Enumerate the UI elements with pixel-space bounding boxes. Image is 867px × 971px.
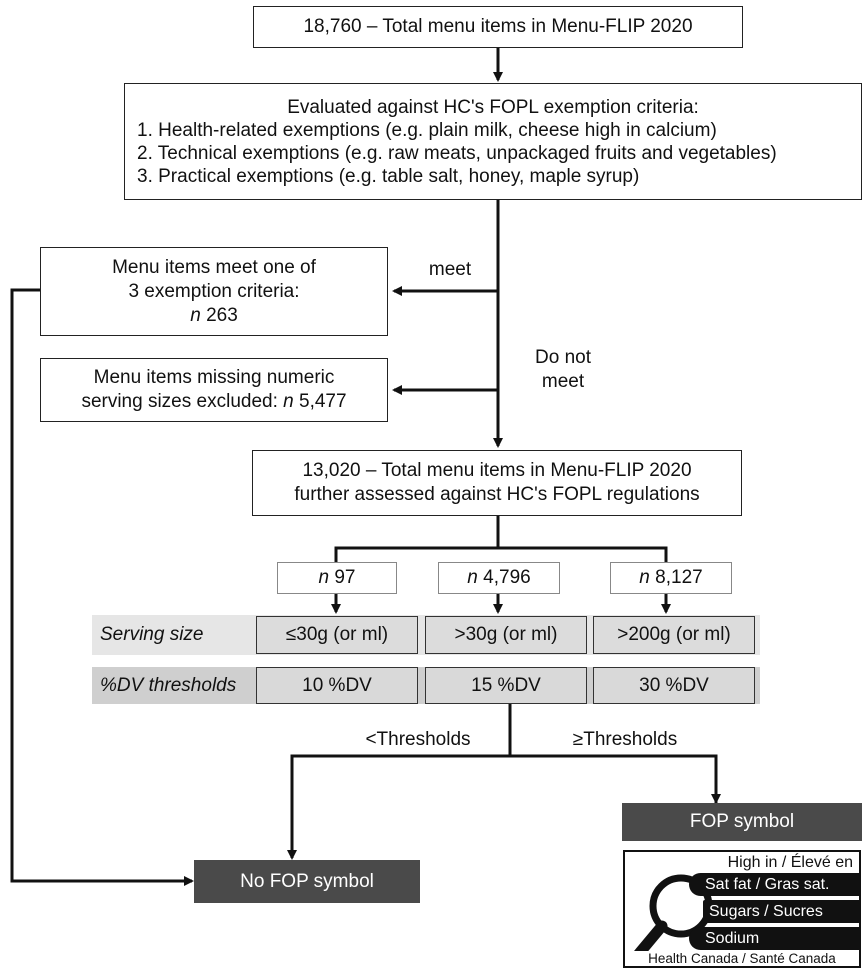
- criterion-3: 3. Practical exemptions (e.g. table salt…: [137, 165, 640, 187]
- no-fop-symbol-box: No FOP symbol: [194, 860, 420, 903]
- missing-line2: serving sizes excluded:: [81, 391, 278, 412]
- group-3-n-value: 8,127: [655, 567, 703, 588]
- meet-label: meet: [428, 259, 472, 280]
- threshold-label: %DV thresholds: [100, 674, 237, 696]
- group-n-box-2: n 4,796: [438, 562, 560, 594]
- exempt-line1: Menu items meet one of: [112, 256, 316, 278]
- missing-line1: Menu items missing numeric: [93, 367, 335, 388]
- missing-n-value: 5,477: [299, 391, 347, 412]
- fop-item-sat-fat: Sat fat / Gras sat.: [689, 873, 861, 896]
- missing-n-prefix: n: [283, 391, 294, 412]
- total-items-box: 18,760 – Total menu items in Menu-FLIP 2…: [253, 6, 743, 48]
- group-n-box-3: n 8,127: [610, 562, 732, 594]
- exempt-line2: 3 exemption criteria:: [128, 280, 300, 302]
- assessed-line2: further assessed against HC's FOPL regul…: [294, 484, 700, 505]
- group-bracket: [334, 546, 668, 562]
- fop-symbol-graphic: High in / Élevé en Sat fat / Gras sat. S…: [623, 850, 861, 968]
- exempt-n-value: 263: [206, 304, 238, 326]
- threshold-box-1: 10 %DV: [256, 667, 418, 704]
- threshold-split: [290, 754, 718, 808]
- below-threshold-label: <Thresholds: [365, 729, 471, 750]
- missing-serving-box: Menu items missing numeric serving sizes…: [40, 358, 388, 422]
- fop-item-sodium: Sodium: [689, 927, 861, 950]
- group-2-n-value: 4,796: [483, 567, 531, 588]
- serving-box-2: >30g (or ml): [425, 616, 587, 654]
- total-items-text: 18,760 – Total menu items in Menu-FLIP 2…: [303, 16, 693, 37]
- group-1-n-prefix: n: [318, 567, 330, 588]
- assessed-line1: 13,020 – Total menu items in Menu-FLIP 2…: [302, 460, 692, 481]
- exempt-items-box: Menu items meet one of 3 exemption crite…: [40, 247, 388, 336]
- evaluated-box: Evaluated against HC's FOPL exemption cr…: [124, 83, 862, 200]
- threshold-box-2: 15 %DV: [425, 667, 587, 704]
- criterion-1: 1. Health-related exemptions (e.g. plain…: [137, 119, 717, 141]
- fop-item-sugars: Sugars / Sucres: [703, 900, 861, 923]
- above-threshold-label: ≥Thresholds: [572, 729, 678, 750]
- fop-footer: Health Canada / Santé Canada: [625, 951, 859, 966]
- serving-box-1: ≤30g (or ml): [256, 616, 418, 654]
- evaluated-title: Evaluated against HC's FOPL exemption cr…: [287, 96, 699, 118]
- assessed-items-box: 13,020 – Total menu items in Menu-FLIP 2…: [252, 450, 742, 516]
- serving-size-label: Serving size: [100, 624, 204, 645]
- group-2-n-prefix: n: [467, 567, 478, 588]
- group-n-box-1: n 97: [277, 562, 397, 594]
- do-not-label: Do not: [535, 347, 591, 368]
- fop-header: High in / Élevé en: [727, 854, 853, 871]
- fop-symbol-box: FOP symbol: [622, 803, 862, 841]
- route-exempt-to-nofop: [10, 288, 190, 883]
- do-not-meet-label: meet: [541, 371, 585, 392]
- threshold-box-3: 30 %DV: [593, 667, 755, 704]
- exempt-n-prefix: n: [190, 304, 201, 326]
- group-1-n-value: 97: [334, 567, 356, 588]
- group-3-n-prefix: n: [639, 567, 650, 588]
- criterion-2: 2. Technical exemptions (e.g. raw meats,…: [137, 142, 777, 164]
- serving-box-3: >200g (or ml): [593, 616, 755, 654]
